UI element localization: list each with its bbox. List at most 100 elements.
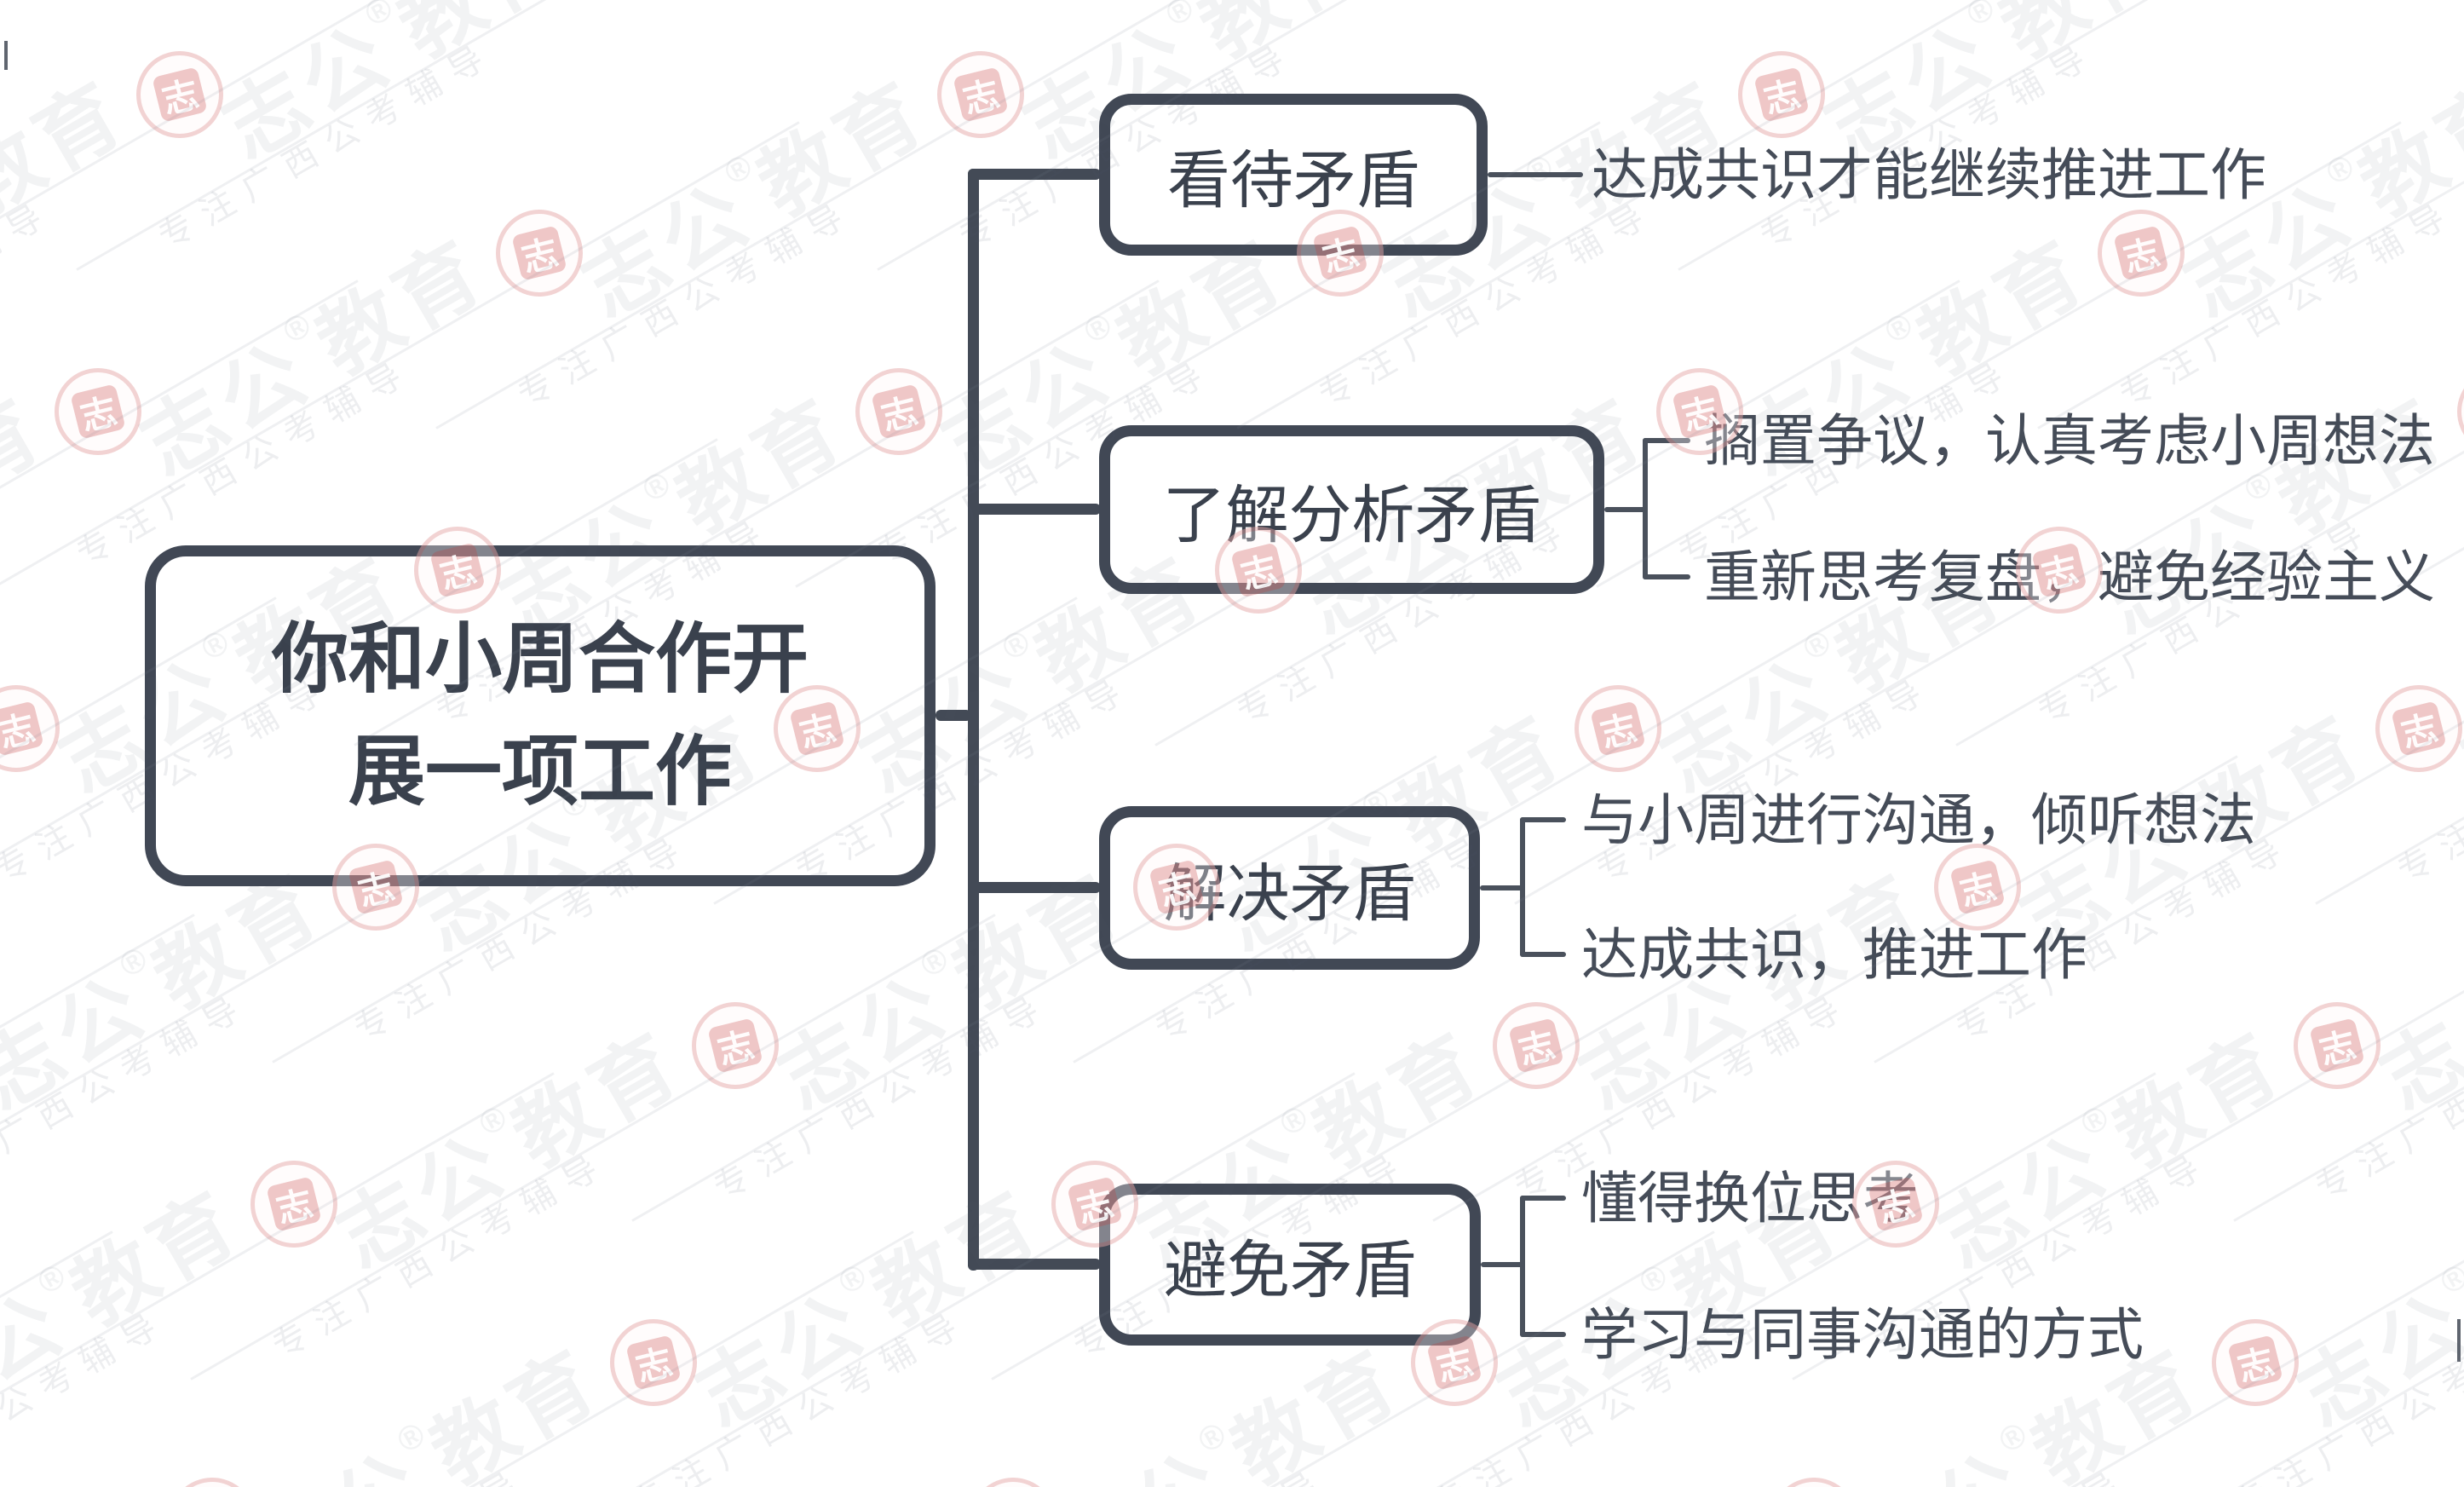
watermark-tagline-text: 专注广西公考辅导: [181, 1452, 536, 1487]
connector-leaf-4-2: [1520, 1332, 1566, 1337]
watermark-seal-character: 志: [2309, 1017, 2365, 1074]
leaf-label-3-2[interactable]: 达成共识，推进工作: [1581, 923, 2087, 986]
watermark-seal-icon: 志: [855, 368, 942, 455]
watermark-seal-icon: 志: [136, 51, 223, 138]
watermark-seal-icon: 志: [2457, 368, 2464, 455]
watermark-tagline-text: 专注广西公考辅导: [153, 33, 502, 257]
watermark-brand-text: 志公®教育: [568, 65, 943, 335]
registered-trademark-symbol: ®: [913, 939, 955, 985]
watermark-seal-character: 志: [70, 383, 126, 440]
watermark-seal-character: 志: [953, 66, 1009, 123]
watermark-tagline-text: 专注广西公考辅导: [267, 1143, 616, 1367]
watermark-tagline-text: 专注广西公考辅导: [0, 984, 256, 1208]
watermark-seal-icon: 志: [937, 51, 1024, 138]
branch-node-3-label: 解决矛盾: [1163, 857, 1416, 929]
watermark-seal-character: 志: [1949, 859, 2006, 915]
connector-stub-2: [1604, 507, 1647, 512]
watermark-seal-icon: 志: [0, 685, 60, 772]
edge-artifact-left: [4, 41, 8, 70]
watermark-seal-icon: 志: [610, 1319, 697, 1406]
watermark-tagline-text: 专注广西公考辅导: [1591, 667, 1940, 891]
connector-leaf-3-2: [1520, 952, 1566, 957]
connector-leaf-1-1: [1488, 172, 1583, 177]
registered-trademark-symbol: ®: [1518, 147, 1560, 193]
watermark-diagonal-line: [1678, 0, 2464, 271]
watermark-tagline-text: 专注广西公考辅导: [1782, 1452, 2138, 1487]
watermark-tagline-text: 专注广西公考辅导: [512, 192, 861, 416]
branch-node-4-label: 避免矛盾: [1164, 1234, 1416, 1305]
watermark-diagonal-line: [0, 1072, 555, 1487]
registered-trademark-symbol: ®: [2319, 147, 2361, 193]
watermark-brand-text: 志公®教育: [682, 1174, 1057, 1444]
watermark-seal-character: 志: [511, 225, 567, 281]
watermark-seal-icon: 志: [55, 368, 141, 455]
connector-leaf-2-2: [1643, 574, 1690, 579]
watermark-diagonal-line: [2037, 0, 2464, 429]
registered-trademark-symbol: ®: [2074, 1098, 2116, 1144]
watermark-seal-icon: 志: [2098, 210, 2185, 297]
watermark-diagonal-line: [2151, 1072, 2464, 1487]
watermark-diagonal-line: [0, 1231, 113, 1487]
watermark-brand-text: 志公®教育: [2448, 642, 2464, 810]
branch-node-4[interactable]: 避免矛盾: [1099, 1184, 1481, 1346]
connector-leaf-2-1: [1643, 438, 1690, 443]
watermark-seal-character: 志: [152, 66, 208, 123]
connector-trunk: [968, 169, 979, 1271]
registered-trademark-symbol: ®: [832, 1256, 873, 1302]
connector-leaf-4-1: [1520, 1196, 1566, 1201]
watermark-seal-character: 志: [266, 1176, 322, 1232]
registered-trademark-symbol: ®: [1159, 0, 1200, 34]
watermark-diagonal-line: [0, 914, 195, 1380]
watermark-tagline-text: 专注广西公考辅导: [708, 984, 1057, 1208]
watermark-seal-character: 志: [871, 383, 927, 440]
watermark-tagline-text: 专注广西公考辅导: [2310, 984, 2464, 1208]
watermark-tagline-text: 专注广西公考辅导: [2392, 667, 2464, 891]
watermark-diagonal-line: [108, 1231, 914, 1487]
watermark-seal-icon: 志: [2212, 1319, 2299, 1406]
watermark-diagonal-line: [1955, 280, 2464, 746]
leaf-label-2-1[interactable]: 搁置争议，认真考虑小周想法: [1704, 409, 2435, 472]
branch-node-3[interactable]: 解决矛盾: [1099, 806, 1480, 970]
connector-root: [936, 710, 971, 721]
watermark-seal-icon: 志: [1770, 1478, 1857, 1487]
registered-trademark-symbol: ®: [2433, 1256, 2464, 1302]
watermark-diagonal-line: [0, 121, 800, 588]
connector-branch-1: [968, 169, 1101, 180]
branch-node-2[interactable]: 了解分析矛盾: [1099, 425, 1604, 594]
watermark-brand-text: 志公®教育: [0, 1174, 256, 1444]
watermark-tagline-text: 专注广西公考辅导: [982, 1452, 1337, 1487]
branch-node-1[interactable]: 看待矛盾: [1099, 94, 1488, 256]
watermark-diagonal-line: [0, 0, 440, 429]
watermark-seal-icon: 志: [2294, 1002, 2381, 1089]
branch-node-2-label: 了解分析矛盾: [1162, 479, 1541, 550]
watermark-seal-icon: 志: [692, 1002, 779, 1089]
leaf-label-2-2[interactable]: 重新思考复盘，避免经验主义: [1704, 545, 2435, 608]
leaf-label-1-1[interactable]: 达成共识才能继续推进工作: [1592, 143, 2266, 206]
leaf-label-4-1[interactable]: 懂得换位思考: [1581, 1167, 1919, 1230]
registered-trademark-symbol: ®: [995, 622, 1037, 668]
registered-trademark-symbol: ®: [112, 939, 154, 985]
leaf-label-4-2[interactable]: 学习与同事沟通的方式: [1581, 1303, 2144, 1366]
watermark-diagonal-line: [2233, 755, 2464, 1222]
watermark-brand-text: 志公®教育: [1925, 1016, 2300, 1286]
registered-trademark-symbol: ®: [358, 0, 400, 34]
watermark-tagline-text: 专注广西公考辅导: [71, 350, 420, 574]
connector-bracket-2: [1643, 438, 1648, 579]
watermark-brand-text: 志公®教育: [193, 0, 583, 176]
watermark-seal-icon: 志: [1738, 51, 1825, 138]
root-node[interactable]: 你和小周合作开展一项工作: [145, 545, 936, 886]
leaf-label-3-1[interactable]: 与小周进行沟通，倾听想法: [1581, 788, 2256, 851]
registered-trademark-symbol: ®: [1632, 1256, 1674, 1302]
watermark-brand-text: 志公®教育: [323, 1016, 698, 1286]
watermark-tagline-text: 专注广西公考辅导: [0, 192, 60, 416]
watermark-seal-character: 志: [1508, 1017, 1564, 1074]
watermark-seal-icon: 志: [970, 1478, 1056, 1487]
watermark-seal-character: 志: [707, 1017, 763, 1074]
watermark-seal-icon: 志: [496, 210, 583, 297]
watermark-seal-icon: 志: [2375, 685, 2462, 772]
connector-stub-3: [1480, 885, 1524, 890]
root-node-label: 你和小周合作开展一项工作: [272, 617, 809, 815]
watermark-brand-text: 志公®教育: [127, 223, 502, 493]
watermark-seal-icon: 志: [169, 1478, 256, 1487]
